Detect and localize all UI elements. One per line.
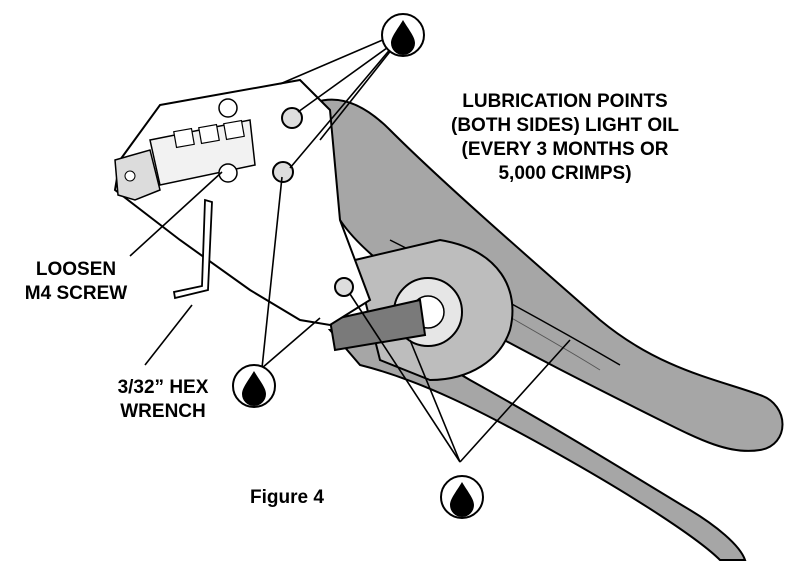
lower-jaw-block xyxy=(328,298,427,352)
hex-wrench-label: 3/32” HEX WRENCH xyxy=(117,377,209,422)
locator-plate xyxy=(114,149,161,201)
oil-drop-icon xyxy=(440,475,484,519)
leader-lines xyxy=(129,35,571,463)
figure-caption: Figure 4 xyxy=(250,487,324,508)
lubrication-points-label: LUBRICATION POINTS (BOTH SIDES) LIGHT OI… xyxy=(451,91,679,184)
oil-drop-icon xyxy=(381,13,425,57)
oil-drop-icon xyxy=(232,364,276,408)
loosen-screw-label: LOOSEN M4 SCREW xyxy=(24,259,128,304)
hex-wrench xyxy=(172,198,213,300)
